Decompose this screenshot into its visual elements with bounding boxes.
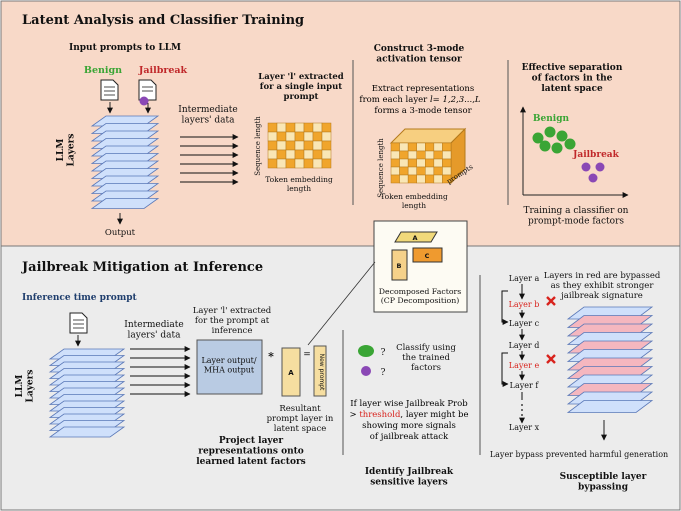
layer-list-item: Layer e — [509, 361, 540, 370]
input-prompts-label: Input prompts to LLM — [69, 43, 181, 53]
new-prompt-vector — [313, 345, 327, 397]
question-mark-1: ? — [381, 348, 386, 358]
factor-c-shape — [412, 247, 443, 263]
factor-b-label: B — [397, 262, 402, 270]
layer-list-item: Layer f — [510, 381, 540, 390]
devil-icon — [139, 96, 149, 106]
factor-a-label: A — [412, 234, 417, 242]
bypass-layer-stack — [566, 306, 654, 413]
inference-prompt-label: Inference time prompt — [22, 293, 138, 303]
output-label: Output — [105, 228, 136, 238]
factor-link-line — [307, 261, 376, 346]
layer-matrix-grid — [267, 122, 332, 169]
factor-a-vector-label: A — [288, 369, 294, 377]
jailbreak-cluster — [581, 162, 605, 183]
intermediate-arrows-top — [180, 134, 239, 185]
bottom-title: Jailbreak Mitigation at Inference — [21, 260, 263, 275]
seq-length-label: Sequence length — [254, 116, 262, 176]
multiply-symbol: * — [268, 350, 274, 363]
top-title: Latent Analysis and Classifier Training — [22, 13, 304, 28]
intermediate-arrows-bottom — [130, 346, 191, 397]
layer-list-arrows — [501, 284, 556, 424]
llm-layer-stack-top — [90, 115, 160, 209]
layer-list-item: Layer b — [509, 300, 540, 309]
layer-output-box — [196, 339, 263, 395]
layer-list-item: Layer x — [509, 423, 540, 432]
new-prompt-label: New prompt — [318, 354, 325, 391]
llm-layers-label-top: LLMLayers — [56, 134, 77, 167]
layer-list-item: Layer a — [509, 274, 540, 283]
jailbreak-document-icon — [138, 79, 157, 114]
benign-class-icon — [358, 345, 374, 357]
benign-cluster — [532, 126, 576, 154]
layer-list-item: Layer d — [509, 341, 540, 350]
benign-cluster-label: Benign — [533, 114, 570, 124]
seq-length-3d-label: Sequence length — [377, 138, 385, 198]
bypass-note: Layer bypass prevented harmful generatio… — [490, 450, 668, 459]
activation-tensor — [389, 127, 467, 185]
jailbreak-class-icon — [361, 366, 371, 376]
if-threshold-text: If layer wise Jailbreak Prob> threshold,… — [349, 399, 468, 442]
factors-caption: Decomposed Factors(CP Decomposition) — [379, 287, 462, 305]
jailbreak-label: Jailbreak — [138, 65, 188, 76]
llm-layer-stack-bottom — [48, 348, 126, 438]
inference-document-icon — [69, 312, 88, 347]
equals-symbol: = — [303, 350, 311, 360]
factor-c-label: C — [425, 252, 430, 260]
benign-label: Benign — [84, 65, 122, 76]
jailbreak-cluster-label: Jailbreak — [572, 150, 620, 160]
layer-output-label: Layer output/MHA output — [201, 356, 256, 374]
layer-list-item: Layer c — [509, 319, 540, 328]
factor-a-vector — [281, 347, 301, 397]
factor-b-shape — [391, 249, 408, 281]
benign-document-icon — [100, 79, 119, 114]
scatter-axes — [520, 106, 629, 198]
factor-a-shape — [394, 231, 438, 243]
llm-layers-label-bottom: LLMLayers — [15, 370, 36, 403]
question-mark-2: ? — [381, 368, 386, 378]
